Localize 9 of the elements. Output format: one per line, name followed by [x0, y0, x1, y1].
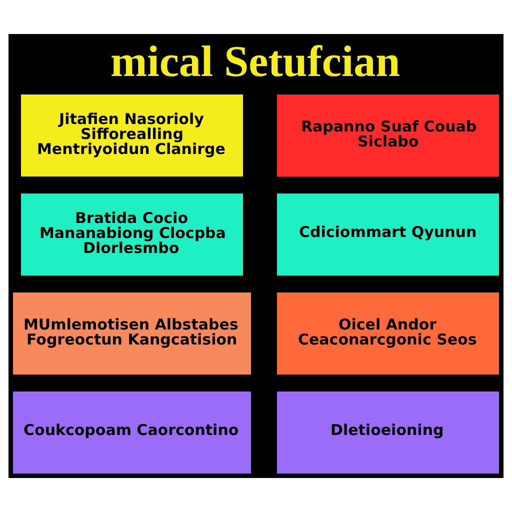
node-box: Rapanno Suaf Couab Siclabo [276, 94, 500, 178]
node-box: MUmlemotisen Albstabes Fogreoctun Kangcatision [12, 292, 252, 376]
node-box: Coukcopoam Caorcontino [12, 390, 252, 474]
node-box: Jitafien Nasorioly Sifforealling Mentriyoidun Clanirge [20, 94, 244, 178]
node-box: Cdiciommart Qyunun [276, 192, 500, 276]
diagram-title: mical Setufcian [110, 37, 400, 86]
node-box: Dletioeioning [276, 390, 500, 474]
node-box: Oicel Andor Ceaconarcgonic Seos [276, 292, 500, 376]
node-box: Bratida Cocio Mananabiong Clocpba Dlorlesmbo [20, 192, 244, 276]
